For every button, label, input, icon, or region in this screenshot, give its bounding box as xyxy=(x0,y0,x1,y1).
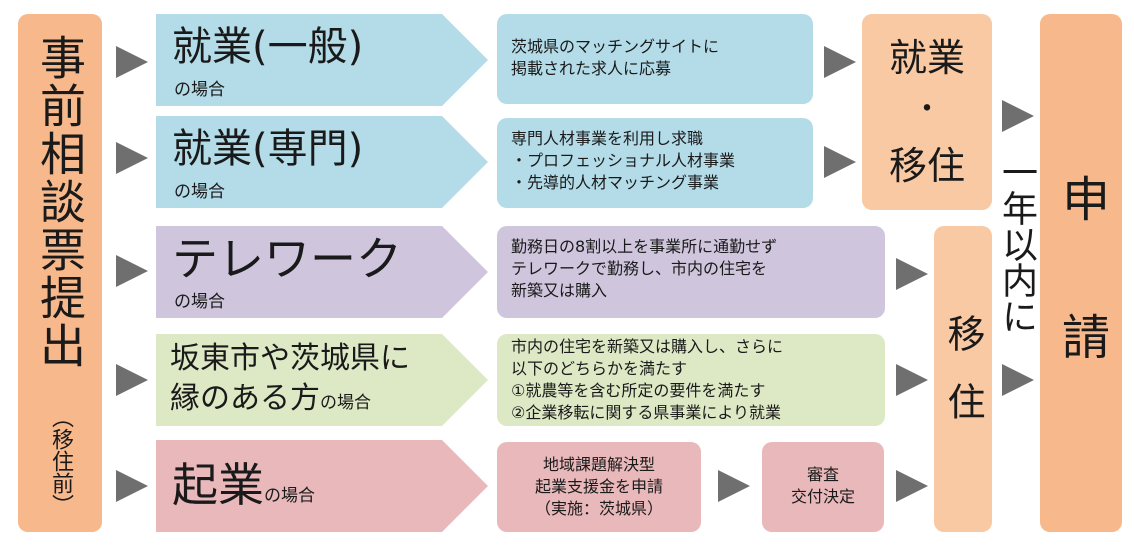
row4-title-line2-wrap: 縁のある方の場合 xyxy=(170,380,371,418)
arrow-row3-to-migration xyxy=(896,258,928,290)
row2-suffix: の場合 xyxy=(174,182,225,202)
row2-title: 就業(専門) xyxy=(172,126,364,172)
arrow-to-row-4 xyxy=(116,364,148,396)
arrow-row2-to-status xyxy=(824,146,856,178)
row4-description: 市内の住宅を新築又は購入し、さらに 以下のどちらかを満たす ①就農等を含む所定の… xyxy=(497,334,885,426)
chevron-shape xyxy=(156,116,488,208)
employment-general-chevron: 就業(一般) の場合 xyxy=(156,14,488,106)
chevron-shape xyxy=(156,14,488,106)
migration-box: 移住 xyxy=(934,226,992,532)
arrow-row1-to-status xyxy=(824,46,856,78)
row4-suffix: の場合 xyxy=(320,393,371,413)
row4-title-line2: 縁のある方 xyxy=(170,381,320,416)
chevron-shape xyxy=(156,334,488,426)
row5-title-wrap: 起業の場合 xyxy=(172,458,315,512)
arrow-row4-to-migration xyxy=(896,364,928,396)
status-employment: 就業 xyxy=(888,36,965,80)
chevron-shape xyxy=(156,440,488,532)
pre-consultation-box: 事前相談票提出 （移住前） xyxy=(18,14,102,532)
row3-description: 勤務日の8割以上を事業所に通勤せず テレワークで勤務し、市内の住宅を 新築又は購… xyxy=(497,226,885,318)
status-migration: 移住 xyxy=(888,144,965,188)
employment-specialist-chevron: 就業(専門) の場合 xyxy=(156,116,488,208)
telework-chevron: テレワーク の場合 xyxy=(156,226,488,318)
row5-suffix: の場合 xyxy=(264,486,315,506)
apply-label: 申請 xyxy=(1053,174,1109,450)
employment-migration-box: 就業 ・ 移住 xyxy=(862,14,992,210)
chevron-shape xyxy=(156,226,488,318)
arrow-to-apply-bottom xyxy=(1002,364,1034,396)
row3-title: テレワーク xyxy=(172,232,402,286)
arrow-to-review xyxy=(718,470,750,502)
row5-title: 起業 xyxy=(172,458,264,512)
arrow-row5-to-migration xyxy=(896,470,928,502)
arrow-to-row-1 xyxy=(116,46,148,78)
row1-title: 就業(一般) xyxy=(172,24,364,70)
startup-chevron: 起業の場合 xyxy=(156,440,488,532)
row5-description: 地域課題解決型 起業支援金を申請 （実施：茨城県） xyxy=(497,442,701,532)
pre-consultation-sub: （移住前） xyxy=(48,406,73,516)
within-one-year-label: 一年以内に xyxy=(996,154,1037,334)
arrow-to-apply-top xyxy=(1002,100,1034,132)
migration-label: 移住 xyxy=(941,314,985,450)
row1-suffix: の場合 xyxy=(174,80,225,100)
pre-consultation-label: 事前相談票提出 xyxy=(33,34,87,370)
arrow-to-row-5 xyxy=(116,470,148,502)
arrow-to-row-2 xyxy=(116,142,148,174)
row2-description: 専門人材事業を利用し求職 ・プロフェッショナル人材事業 ・先導的人材マッチング事… xyxy=(497,118,813,208)
row4-title-line1: 坂東市や茨城県に xyxy=(170,341,410,376)
row3-suffix: の場合 xyxy=(174,292,225,312)
connected-person-chevron: 坂東市や茨城県に 縁のある方の場合 xyxy=(156,334,488,426)
apply-box: 申請 xyxy=(1040,14,1122,532)
row1-description: 茨城県のマッチングサイトに 掲載された求人に応募 xyxy=(497,14,813,104)
review-decision-box: 審査 交付決定 xyxy=(762,442,884,532)
status-dot: ・ xyxy=(912,92,942,127)
arrow-to-row-3 xyxy=(116,255,148,287)
